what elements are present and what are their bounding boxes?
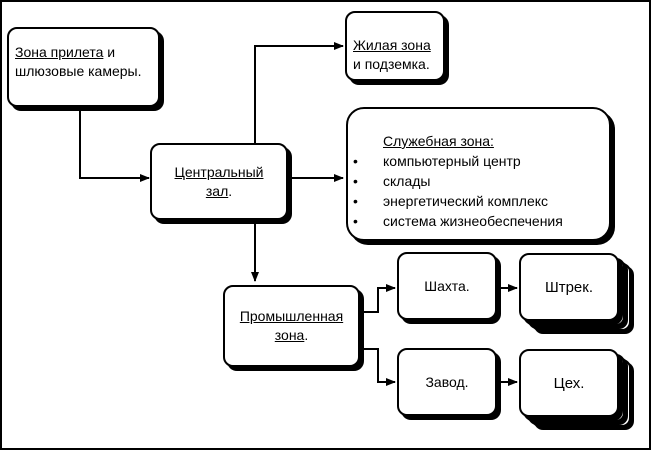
mine-label: Шахта. xyxy=(424,277,470,294)
industrial-zone-subtitle-suffix: . xyxy=(304,327,309,343)
factory-node: Завод. xyxy=(397,348,497,416)
drift-node: Штрек. xyxy=(519,253,619,321)
service-zone-item: компьютерный центр xyxy=(353,151,603,171)
service-zone-item: энергетический комплекс xyxy=(353,191,603,211)
industrial-zone-node: Промышленная зона. xyxy=(223,285,360,367)
service-zone-title: Служебная зона: xyxy=(383,133,494,149)
central-hall-node: Центральный зал. xyxy=(150,143,288,220)
service-zone-list: компьютерный центр склады энергетический… xyxy=(353,151,603,231)
residential-zone-node: Жилая зона и подземка. xyxy=(345,11,445,81)
arrow-central-to-residential xyxy=(254,42,344,143)
residential-zone-title: Жилая зона xyxy=(353,37,431,53)
arrival-zone-title-suffix: и xyxy=(103,44,116,60)
arrow-arrival-to-central xyxy=(79,107,150,182)
service-zone-item: склады xyxy=(353,171,603,191)
central-hall-title: Центральный xyxy=(174,163,264,180)
workshop-node: Цех. xyxy=(519,349,619,417)
residential-zone-subtitle: и подземка. xyxy=(353,56,430,72)
drift-label: Штрек. xyxy=(544,278,594,296)
arrow-industrial-to-mine xyxy=(360,284,396,313)
arrival-zone-subtitle: шлюзовые камеры. xyxy=(15,63,142,79)
industrial-zone-title: Промышленная xyxy=(239,308,344,324)
factory-label: Завод. xyxy=(425,373,469,390)
industrial-zone-subtitle: зона xyxy=(274,327,305,343)
service-zone-item: система жизнеобеспечения xyxy=(353,211,603,231)
arrival-zone-node: Зона прилета и шлюзовые камеры. xyxy=(7,27,160,107)
service-zone-node: Служебная зона: компьютерный центр склад… xyxy=(346,107,611,241)
arrival-zone-title: Зона прилета xyxy=(15,44,104,60)
central-hall-subtitle: зал xyxy=(205,182,229,199)
mine-node: Шахта. xyxy=(397,252,497,320)
workshop-label: Цех. xyxy=(553,374,585,392)
central-hall-subtitle-suffix: . xyxy=(228,182,233,199)
arrow-industrial-to-factory xyxy=(360,348,396,386)
